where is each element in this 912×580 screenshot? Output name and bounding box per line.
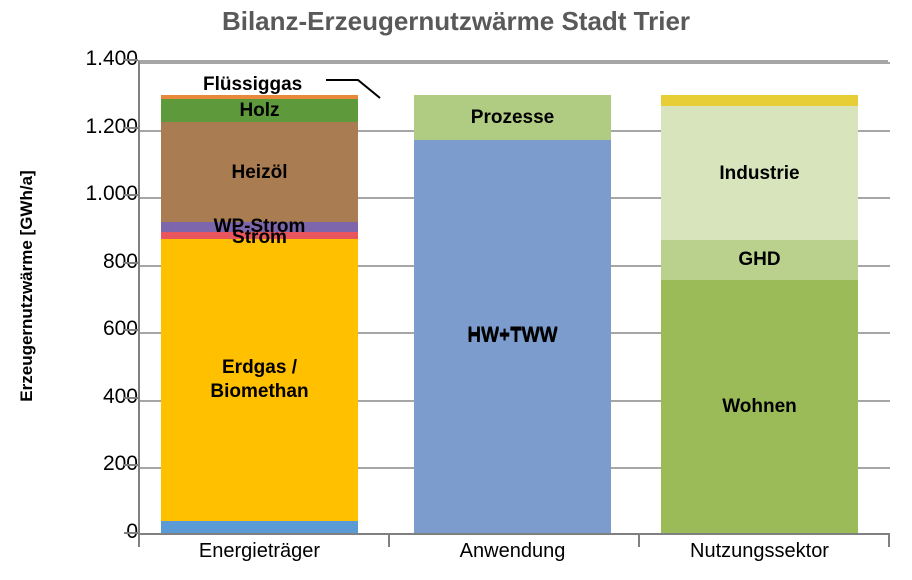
y-tick-mark: [124, 464, 138, 467]
y-axis-title: Erzeugernutzwärme [GWh/a]: [17, 170, 36, 402]
bar-segment-label: Industrie: [719, 162, 800, 184]
bar-segment-wohnen[interactable]: Wohnen: [661, 279, 858, 533]
y-tick-label: 0: [126, 520, 138, 543]
bar-segment-label: Holz: [239, 100, 280, 122]
y-tick-mark: [124, 532, 138, 534]
bar-segment-label: Prozesse: [470, 106, 555, 128]
y-tick-label: 800: [102, 249, 138, 273]
bar-segment-label-hw-tww: HW+TWW: [467, 324, 558, 346]
y-tick-mark: [124, 329, 138, 332]
x-axis-label-nutzungssektor: Nutzungssektor: [690, 540, 829, 562]
bar-segment-prozesse[interactable]: Prozesse: [414, 94, 611, 141]
bar-segment-label: HW+TWW: [467, 326, 558, 348]
bar-segment-label: GHD: [738, 249, 781, 271]
x-axis-label-energieträger: Energieträger: [198, 540, 321, 562]
bar-segment-ghd[interactable]: GHD: [661, 239, 858, 280]
y-tick-label: 1.000: [85, 182, 138, 206]
y-tick-label: 1.200: [85, 114, 138, 138]
bar-segment-label-strom: Strom: [232, 227, 287, 249]
x-axis-separator-tick: [638, 533, 640, 547]
y-tick-label: 1.400: [85, 47, 138, 70]
y-tick-mark: [124, 261, 138, 264]
bar-segment-erdgas-biomethan[interactable]: Erdgas /Biomethan: [161, 239, 358, 522]
bar-segment-holz[interactable]: Holz: [161, 98, 358, 123]
bar-segment-heizöl[interactable]: Heizöl: [161, 122, 358, 223]
x-axis-label-anwendung: Anwendung: [459, 540, 566, 562]
x-axis-separator-tick: [888, 533, 890, 547]
gridline: [140, 62, 890, 64]
bar-segment-kommunal[interactable]: [661, 94, 858, 107]
bar-segment-wärme[interactable]: [161, 521, 358, 533]
y-tick-mark: [124, 59, 138, 61]
x-axis-separator-tick: [388, 533, 390, 547]
chart-title: Bilanz-Erzeugernutzwärme Stadt Trier: [221, 6, 691, 36]
bar-segment-label: Erdgas /Biomethan: [210, 357, 309, 403]
y-tick-label: 600: [102, 317, 138, 341]
bar-segment-flüssiggas[interactable]: [161, 94, 358, 99]
x-axis-line: [138, 533, 890, 535]
y-tick-mark: [124, 126, 138, 129]
y-tick-mark: [124, 194, 138, 197]
bar-segment-label: Wohnen: [722, 395, 797, 417]
bar-segment-strom[interactable]: [161, 232, 358, 240]
callout-label-fluessiggas: Flüssiggas: [203, 74, 303, 95]
bar-segment-wp-strom[interactable]: [161, 222, 358, 233]
y-tick-label: 200: [102, 452, 138, 476]
bar-segment-industrie[interactable]: Industrie: [661, 106, 858, 240]
bar-segment-label: Heizöl: [231, 161, 288, 183]
y-tick-label: 400: [102, 384, 138, 408]
bar-segment-hw+tww[interactable]: HW+TWW: [414, 140, 611, 533]
bar-segment-label-wp-strom: WP-Strom: [213, 216, 306, 238]
x-axis-separator-tick: [138, 533, 140, 547]
y-tick-mark: [124, 396, 138, 399]
